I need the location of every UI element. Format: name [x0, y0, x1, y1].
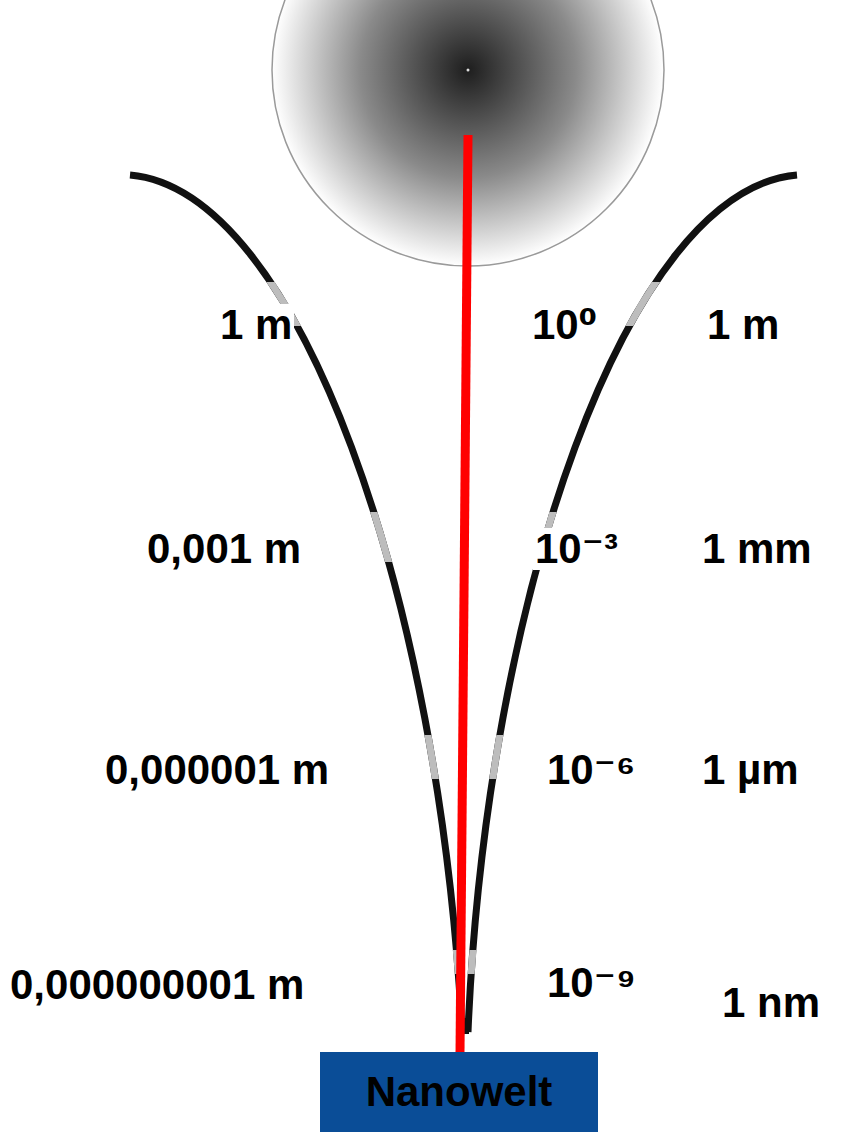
- scale-label: 10⁻³: [533, 528, 620, 570]
- scale-curve-segment: [130, 175, 462, 1032]
- scale-label: 0,001 m: [145, 528, 303, 570]
- scale-label: 10⁻⁶: [545, 749, 637, 791]
- title-box: Nanowelt: [320, 1052, 598, 1132]
- scale-label: 1 m: [218, 304, 294, 346]
- scale-label: 0,000000001 m: [8, 964, 306, 1006]
- box-title: Nanowelt: [366, 1071, 553, 1113]
- scale-label: 0,000001 m: [103, 749, 331, 791]
- scale-curve: [468, 175, 797, 1032]
- scale-label: 1 mm: [700, 528, 814, 570]
- scale-label: 10⁰: [530, 304, 599, 346]
- scale-label: 1 µm: [700, 749, 801, 791]
- zoom-axis: [460, 135, 468, 1054]
- scale-label: 1 nm: [720, 982, 822, 1024]
- sphere-center: [467, 69, 470, 72]
- scale-label: 10⁻⁹: [545, 962, 638, 1004]
- scale-label: 1 m: [705, 304, 781, 346]
- scale-curve: [130, 175, 462, 1032]
- scale-curve-segment: [468, 175, 797, 1032]
